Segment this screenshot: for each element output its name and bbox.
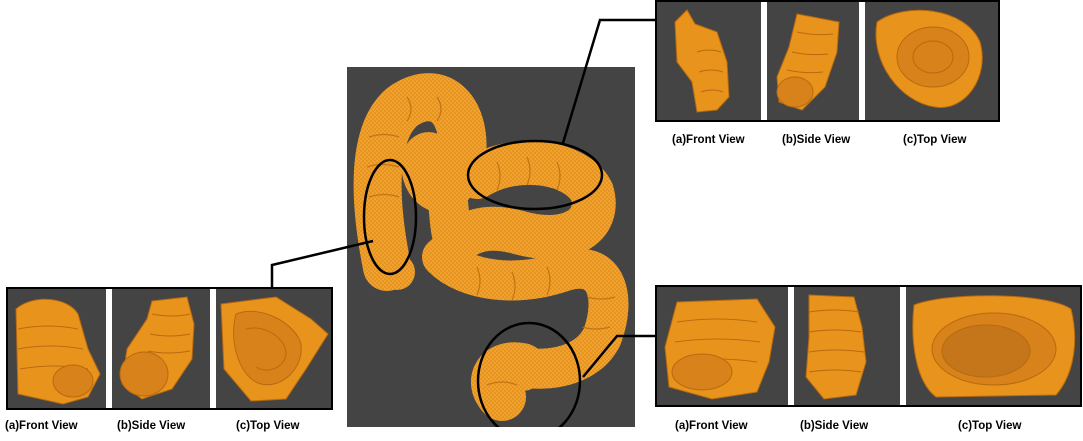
bottom-right-top-view: [906, 287, 1080, 405]
left-front-view: [8, 289, 106, 408]
caption-bottom-right-front: (a)Front View: [675, 420, 748, 432]
caption-left-side: (b)Side View: [117, 420, 185, 432]
main-colon-panel: [347, 67, 635, 427]
caption-top-right-top: (c)Top View: [903, 134, 966, 146]
view-strip-bottom-right: [655, 285, 1082, 407]
colon-mesh-render: [347, 67, 635, 427]
top-right-top-view: [865, 2, 998, 120]
caption-left-top: (c)Top View: [236, 420, 299, 432]
top-right-side-view: [767, 2, 859, 120]
bottom-right-front-view: [657, 287, 788, 405]
caption-left-front: (a)Front View: [5, 420, 78, 432]
caption-top-right-front: (a)Front View: [672, 134, 745, 146]
caption-bottom-right-top: (c)Top View: [958, 420, 1021, 432]
left-top-view: [216, 289, 331, 408]
bottom-right-side-view: [794, 287, 900, 405]
left-side-view: [112, 289, 210, 408]
caption-bottom-right-side: (b)Side View: [800, 420, 868, 432]
view-strip-left: [6, 287, 333, 410]
top-right-front-view: [657, 2, 761, 120]
caption-top-right-side: (b)Side View: [782, 134, 850, 146]
view-strip-top-right: [655, 0, 1000, 122]
